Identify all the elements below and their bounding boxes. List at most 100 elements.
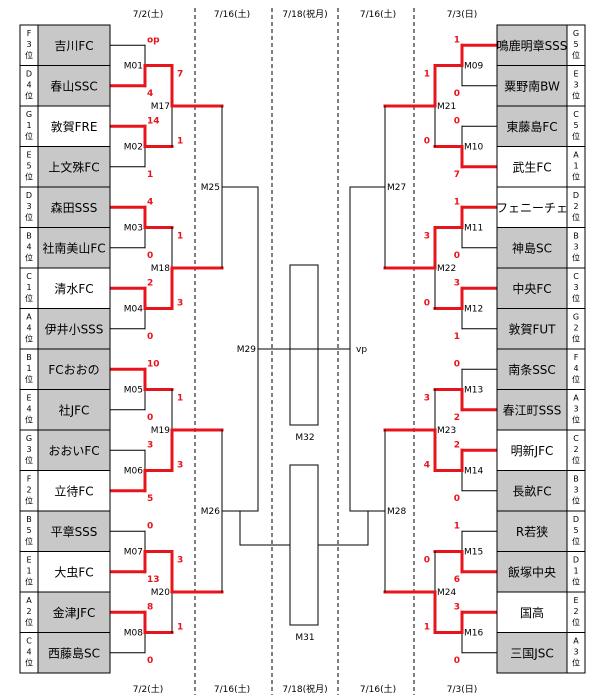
match-score: 0 <box>454 89 460 99</box>
seed-char: C <box>573 272 579 281</box>
seed-char: 1 <box>26 121 31 130</box>
team-name-box <box>496 105 568 147</box>
team-name-box <box>496 267 568 309</box>
match-score: 1 <box>177 232 183 242</box>
match-label: M18 <box>151 264 170 274</box>
match-score: op <box>147 35 160 45</box>
match-label: M11 <box>464 224 483 234</box>
match-label: M20 <box>151 588 170 598</box>
seed-char: 位 <box>25 293 33 303</box>
seed-char: 位 <box>25 415 33 425</box>
match-label: vp <box>356 345 367 355</box>
match-label: M06 <box>124 467 143 477</box>
seed-char: 位 <box>572 455 580 465</box>
seed-char: D <box>573 191 579 200</box>
round-date-bottom: 7/18(祝月) <box>282 683 327 695</box>
seed-char: C <box>573 434 579 443</box>
match-label: M23 <box>437 426 456 436</box>
seed-char: 位 <box>572 293 580 303</box>
match-label: M21 <box>437 102 456 112</box>
match-score: 0 <box>147 413 153 423</box>
seed-char: D <box>573 556 579 565</box>
seed-char: 位 <box>572 577 580 587</box>
team-name: 清水FC <box>54 282 93 296</box>
round-dates: 7/2(土)7/16(土)7/18(祝月)7/16(土)7/3(日)7/2(土)… <box>133 8 478 695</box>
seed-char: 5 <box>26 162 31 171</box>
match-score: 0 <box>454 494 460 504</box>
team-name: おおいFC <box>48 444 99 458</box>
match-score: 0 <box>424 137 430 147</box>
round-date-top: 7/2(土) <box>133 8 164 20</box>
seed-char: A <box>573 637 579 646</box>
match-score: 1 <box>177 623 183 633</box>
seed-char: 2 <box>573 202 578 211</box>
match-score: 3 <box>454 278 460 288</box>
team-name: 上文殊FC <box>48 159 99 174</box>
seed-char: B <box>26 232 32 241</box>
team-name-box <box>37 429 111 471</box>
m31-box <box>289 464 319 626</box>
seed-char: F <box>27 29 32 38</box>
seed-char: 5 <box>26 526 31 535</box>
seed-char: G <box>26 110 32 119</box>
seed-char: 5 <box>573 121 578 130</box>
seed-char: 4 <box>573 364 578 373</box>
seed-char: E <box>26 151 31 160</box>
match-label: M05 <box>124 386 143 396</box>
match-label: M27 <box>387 183 406 193</box>
team-name: 金津JFC <box>53 605 96 620</box>
seed-char: 3 <box>26 40 31 49</box>
team-name-box <box>37 186 111 228</box>
team-name: 大虫FC <box>54 565 93 579</box>
seed-char: 3 <box>573 243 578 252</box>
match-score: 0 <box>424 556 430 566</box>
seed-char: G <box>573 29 579 38</box>
team-name: 敦賀FUT <box>508 321 556 336</box>
seed-char: E <box>26 394 31 403</box>
seed-char: 位 <box>572 415 580 425</box>
left-team-7: C 1位 清水FC <box>19 267 111 309</box>
seed-char: 位 <box>25 91 33 101</box>
team-boxes: F3位吉川FCD4位春山SSCG1位敦賀FREE5位上文殊FCD3位森田SSSB… <box>19 24 586 674</box>
match-score: 0 <box>454 656 460 666</box>
match-label: M22 <box>437 264 456 274</box>
match-score: 8 <box>147 602 153 612</box>
seed-char: 1 <box>26 364 31 373</box>
seed-char: 位 <box>572 50 580 60</box>
seed-char: 位 <box>572 536 580 546</box>
team-name-box <box>37 308 111 350</box>
match-score: 3 <box>147 440 153 450</box>
seed-char: F <box>27 475 32 484</box>
bracket-lines <box>108 43 499 654</box>
team-name-box <box>37 510 111 552</box>
team-name: 武生FC <box>512 160 551 174</box>
round-date-bottom: 7/3(日) <box>447 684 478 695</box>
team-name: R若狭 <box>516 525 548 539</box>
team-name-box <box>496 146 568 188</box>
seed-char: C <box>26 272 32 281</box>
team-name-box <box>37 591 111 633</box>
match-score: 2 <box>454 413 460 423</box>
seed-char: 位 <box>572 91 580 101</box>
seed-char: 1 <box>26 283 31 292</box>
team-name: FCおおの <box>48 363 99 377</box>
team-name: 東藤島FC <box>506 119 557 134</box>
seed-char: F <box>574 353 579 362</box>
seed-char: 4 <box>26 405 31 414</box>
match-score: 14 <box>147 116 160 126</box>
match-score: 3 <box>177 461 183 471</box>
